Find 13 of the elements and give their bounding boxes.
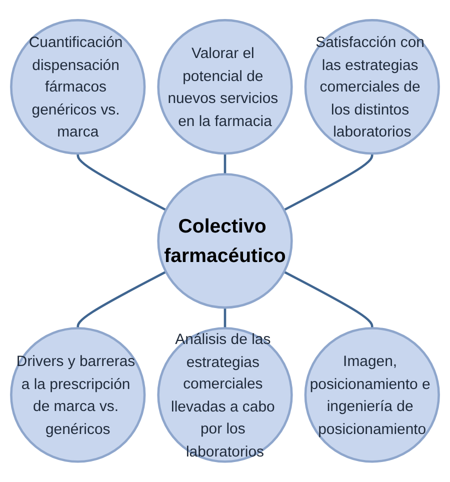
connector <box>224 153 226 174</box>
node-circle: Imagen, posicionamiento e ingeniería de posicionamiento <box>304 326 440 463</box>
node-circle: Satisfacción con las estrategias comerciales de los distintos laboratorios <box>304 18 440 154</box>
node-circle: Análisis de las estrategias comerciales llevadas a cabo por los laboratorios <box>157 326 293 463</box>
node-circle: Cuantificación dispensación fármacos genéricos vs. marca <box>10 18 146 154</box>
connector <box>284 153 374 211</box>
connector <box>76 270 166 328</box>
connector <box>76 153 166 211</box>
node-circle: Valorar el potencial de nuevos servicios en la farmacia <box>157 18 293 154</box>
node-circle: Colectivo farmacéutico <box>157 172 293 309</box>
connector <box>224 307 226 328</box>
node-circle: Drivers y barreras a la prescripción de marca vs. genéricos <box>10 326 146 463</box>
connector <box>284 270 374 328</box>
